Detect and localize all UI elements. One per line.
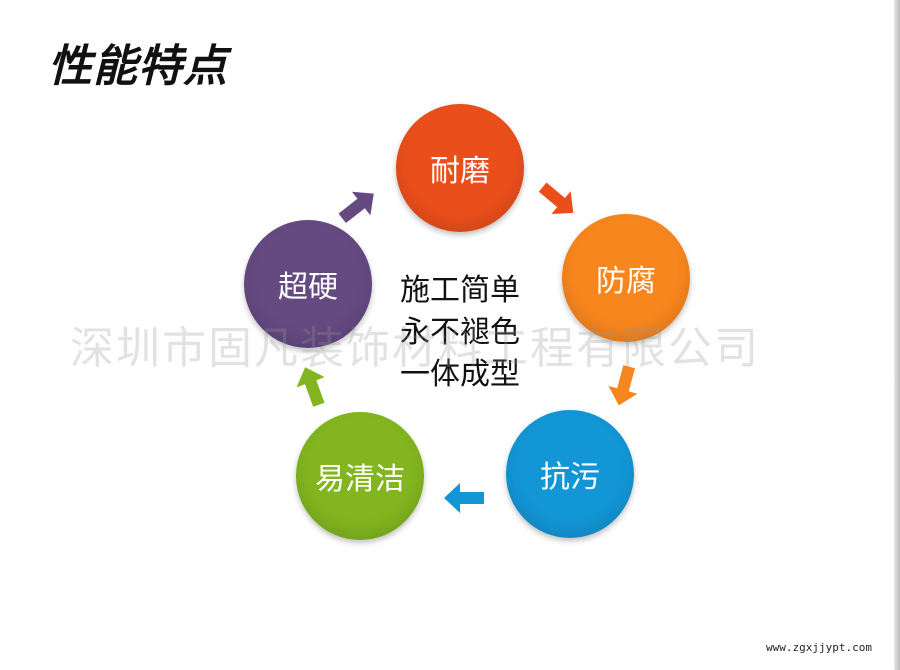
slide-title: 性能特点 bbox=[48, 41, 228, 92]
cycle-node-stain-resistant: 抗污 bbox=[506, 410, 634, 538]
center-line: 一体成型 bbox=[400, 357, 520, 392]
cycle-node-super-hard: 超硬 bbox=[244, 220, 372, 348]
cycle-node-anti-corrosion: 防腐 bbox=[562, 214, 690, 342]
arrow-stain-to-clean bbox=[444, 483, 484, 513]
website-footer: www.zgxjjypt.com bbox=[766, 641, 872, 654]
center-features: 施工简单 永不褪色 一体成型 bbox=[400, 270, 550, 396]
cycle-node-label: 耐磨 bbox=[430, 154, 490, 189]
cycle-node-easy-clean: 易清洁 bbox=[296, 412, 424, 540]
arrow-hard-to-wear bbox=[338, 191, 374, 224]
cycle-node-label: 超硬 bbox=[278, 270, 338, 305]
slide-edge bbox=[894, 0, 900, 670]
company-watermark: 深圳市固凡装饰材料工程有限公司 bbox=[70, 323, 760, 374]
center-line: 施工简单 bbox=[400, 273, 520, 308]
cycle-node-wear-resistant: 耐磨 bbox=[396, 104, 524, 232]
cycle-node-label: 易清洁 bbox=[315, 462, 405, 497]
arrow-wear-to-corrosion bbox=[538, 182, 574, 215]
cycle-node-label: 防腐 bbox=[596, 264, 656, 299]
arrow-corrosion-to-stain bbox=[608, 365, 638, 406]
cycle-node-label: 抗污 bbox=[540, 460, 600, 495]
center-line: 永不褪色 bbox=[400, 315, 520, 350]
arrow-clean-to-hard bbox=[296, 367, 325, 407]
